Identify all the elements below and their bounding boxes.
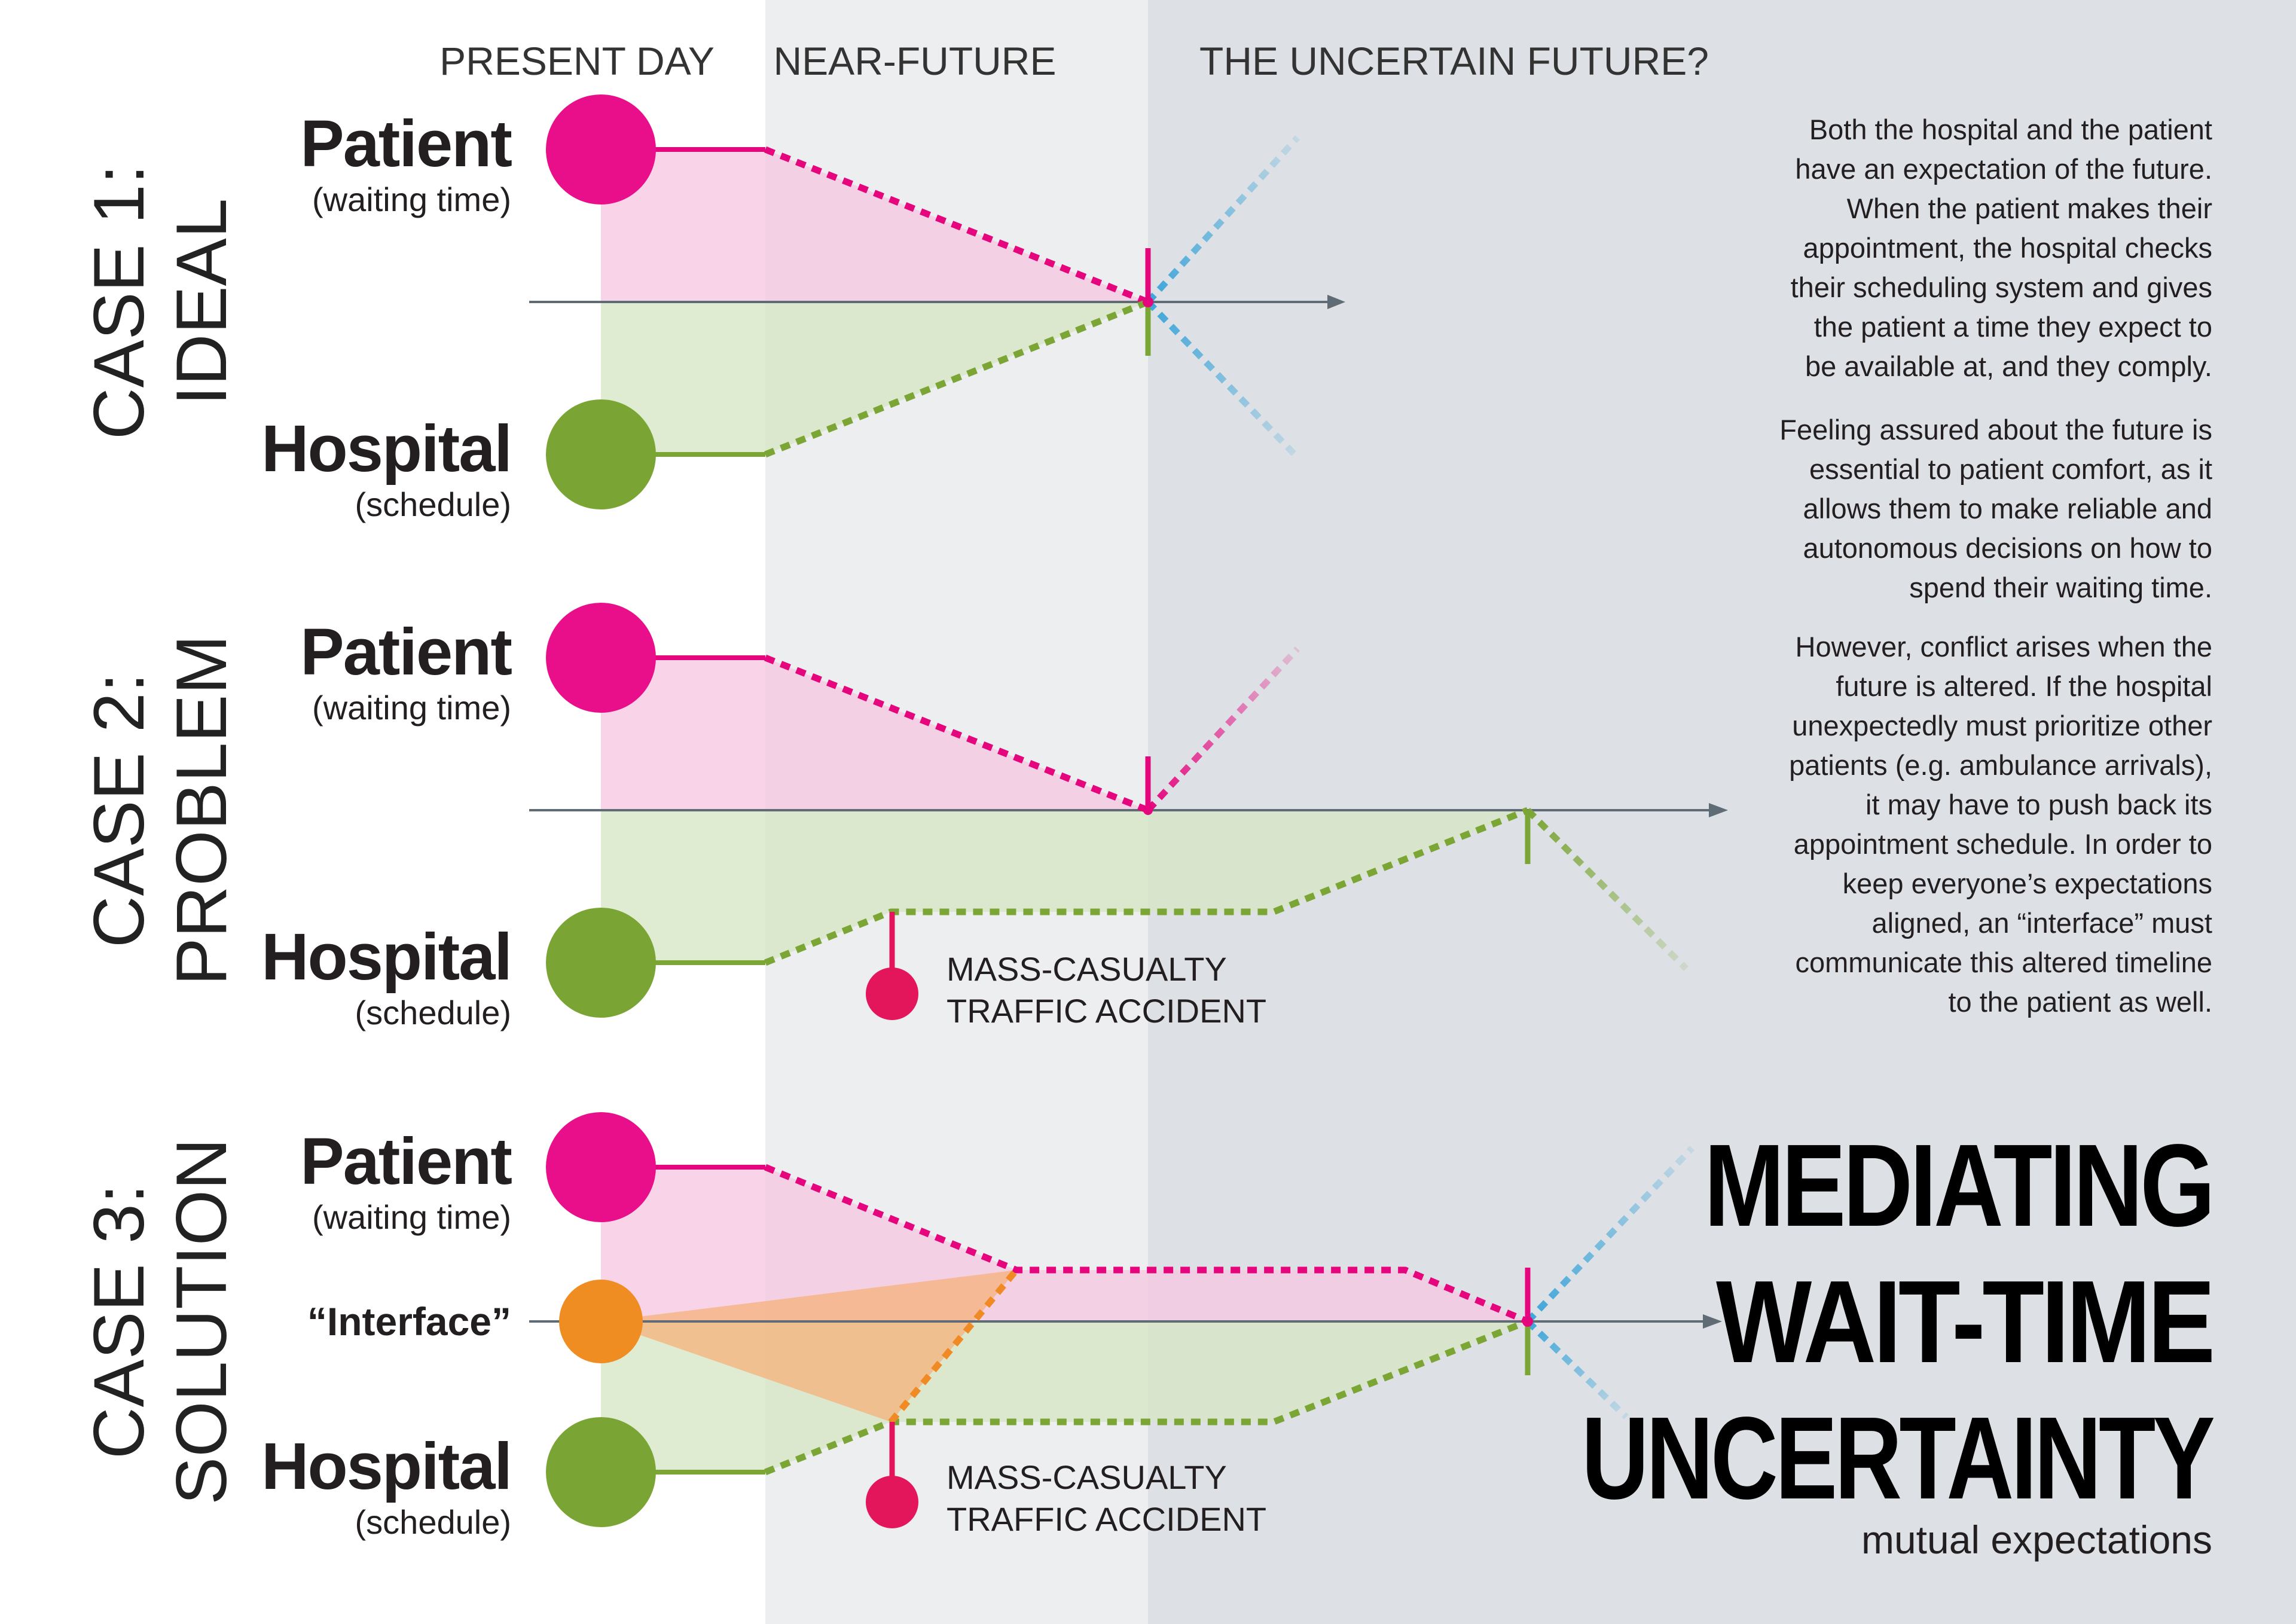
case-1-patient-sublabel: (waiting time) <box>312 181 511 218</box>
case-1-title: CASE 1: <box>79 164 159 439</box>
case-2-group: MASS-CASUALTY TRAFFIC ACCIDENT Patient (… <box>79 603 1728 1031</box>
case-2-event-label-line1: MASS-CASUALTY <box>947 950 1227 988</box>
paragraph-3-line: communicate this altered timeline <box>1796 947 2212 978</box>
case-3-hospital-node <box>546 1417 656 1527</box>
paragraph-1-line: appointment, the hospital checks <box>1803 232 2212 264</box>
paragraph-3-line: patients (e.g. ambulance arrivals), <box>1789 749 2212 781</box>
title-line-1: MEDIATING <box>1704 1120 2212 1251</box>
case-3-projection-down <box>1525 1319 1629 1420</box>
paragraph-3-line: to the patient as well. <box>1948 986 2212 1018</box>
case-3-interface-area <box>601 1270 1016 1422</box>
case-2-patient-projection <box>1145 646 1300 813</box>
period-present-label: PRESENT DAY <box>439 39 715 83</box>
case-2-hospital-sublabel: (schedule) <box>355 994 511 1031</box>
case-3-patient-area <box>601 1167 1528 1321</box>
case-1-meeting-point <box>1143 297 1153 307</box>
case-2-patient-expectation <box>764 654 1150 814</box>
case-3-interface-node <box>559 1280 643 1363</box>
period-uncertain-label: THE UNCERTAIN FUTURE? <box>1199 39 1709 83</box>
case-2-subtitle: PROBLEM <box>161 635 242 986</box>
case-2-patient-label: Patient <box>300 615 512 689</box>
paragraph-3-line: However, conflict arises when the <box>1796 631 2213 663</box>
case-1-hospital-area <box>601 302 1148 454</box>
case-3-hospital-label: Hospital <box>261 1430 511 1503</box>
case-1-projection-up <box>1145 135 1300 304</box>
paragraph-2-line: spend their waiting time. <box>1909 572 2212 603</box>
case-1-patient-node <box>546 94 656 204</box>
paragraph-1-line: Both the hospital and the patient <box>1809 114 2212 145</box>
paragraph-1-line: the patient a time they expect to <box>1814 311 2212 343</box>
title-subtitle: mutual expectations <box>1861 1518 2212 1562</box>
paragraph-2-line: Feeling assured about the future is <box>1779 414 2212 445</box>
case-2-patient-sublabel: (waiting time) <box>312 689 511 726</box>
case-2-title: CASE 2: <box>79 673 159 948</box>
case-1-patient-label: Patient <box>300 107 512 181</box>
paragraph-2-line: essential to patient comfort, as it <box>1809 453 2212 485</box>
case-1-hospital-node <box>546 399 656 509</box>
paragraph-1-line: have an expectation of the future. <box>1795 153 2212 185</box>
paragraph-2-line: autonomous decisions on how to <box>1803 532 2212 564</box>
explanation-paragraph-1: Both the hospital and the patient have a… <box>1791 114 2212 382</box>
case-3-projection-up <box>1525 1146 1694 1324</box>
paragraph-1-line: their scheduling system and gives <box>1791 271 2212 303</box>
case-1-hospital-expectation <box>764 298 1150 458</box>
case-3-patient-node <box>546 1112 656 1222</box>
title-line-3: UNCERTAINTY <box>1581 1393 2214 1524</box>
case-3-patient-updated-expectation <box>764 1164 1529 1325</box>
paragraph-3-line: appointment schedule. In order to <box>1794 828 2212 860</box>
case-2-axis-arrowhead <box>1709 803 1728 817</box>
poster-title: MEDIATING WAIT-TIME UNCERTAINTY mutual e… <box>1581 1120 2218 1562</box>
paragraph-3-line: it may have to push back its <box>1866 789 2212 820</box>
case-3-patient-sublabel: (waiting time) <box>312 1198 511 1236</box>
case-3-axis-arrowhead <box>1703 1314 1722 1329</box>
paragraph-1-line: When the patient makes their <box>1847 193 2212 224</box>
explanation-paragraph-3: However, conflict arises when the future… <box>1789 631 2212 1018</box>
case-2-hospital-label: Hospital <box>261 920 511 994</box>
case-1-hospital-label: Hospital <box>261 412 511 486</box>
case-3-event-label-line2: TRAFFIC ACCIDENT <box>947 1500 1266 1538</box>
paragraph-1-line: be available at, and they comply. <box>1805 350 2212 382</box>
period-near-label: NEAR-FUTURE <box>774 39 1057 83</box>
case-3-event-label-line1: MASS-CASUALTY <box>947 1458 1227 1496</box>
case-3-hospital-delayed-schedule <box>764 1318 1529 1476</box>
case-3-interface-label: “Interface” <box>307 1299 511 1344</box>
case-1-patient-area <box>601 149 1148 302</box>
case-2-patient-area <box>601 658 1148 810</box>
case-2-hospital-projection <box>1525 808 1689 971</box>
case-2-hospital-delayed-schedule <box>764 807 1529 966</box>
paragraph-3-line: aligned, an “interface” must <box>1871 907 2212 939</box>
case-2-event-label-line2: TRAFFIC ACCIDENT <box>947 992 1266 1030</box>
case-3-hospital-sublabel: (schedule) <box>355 1503 511 1541</box>
case-2-hospital-area <box>601 810 1528 963</box>
case-1-patient-expectation <box>764 146 1150 306</box>
case-2-event-marker-dot <box>866 967 918 1020</box>
case-1-subtitle: IDEAL <box>161 199 242 406</box>
case-1-axis-arrowhead <box>1327 295 1345 309</box>
case-3-subtitle: SOLUTION <box>161 1138 242 1504</box>
case-2-patient-arrival-point <box>1143 805 1153 815</box>
paragraph-3-line: future is altered. If the hospital <box>1836 670 2212 702</box>
case-1-hospital-sublabel: (schedule) <box>355 486 511 523</box>
case-3-title: CASE 3: <box>79 1184 159 1459</box>
case-3-group: MASS-CASUALTY TRAFFIC ACCIDENT Patient (… <box>79 1112 1722 1541</box>
case-2-hospital-node <box>546 908 656 1018</box>
paragraph-2-line: allows them to make reliable and <box>1803 493 2212 524</box>
title-line-2: WAIT-TIME <box>1716 1256 2212 1387</box>
case-1-projection-down <box>1146 300 1300 460</box>
paragraph-3-line: keep everyone’s expectations <box>1843 868 2212 899</box>
paragraph-3-line: unexpectedly must prioritize other <box>1792 710 2212 741</box>
case-3-patient-label: Patient <box>300 1125 512 1198</box>
explanation-paragraph-2: Feeling assured about the future is esse… <box>1779 414 2212 603</box>
case-3-meeting-point <box>1522 1316 1533 1327</box>
case-3-event-marker-dot <box>866 1476 918 1528</box>
case-1-group: Patient (waiting time) Hospital (schedul… <box>79 94 1345 523</box>
case-2-patient-node <box>546 603 656 713</box>
